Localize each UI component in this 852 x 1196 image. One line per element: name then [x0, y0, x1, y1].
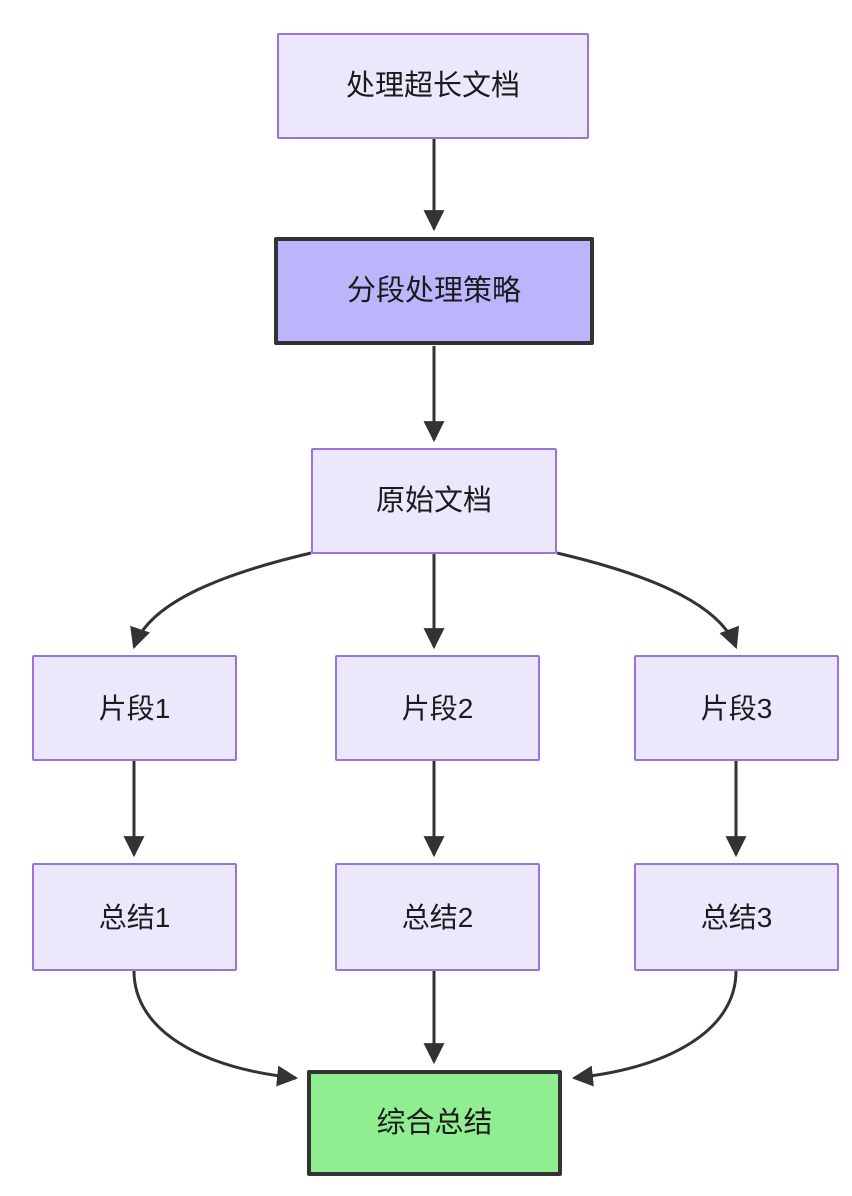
node-root-label: 处理超长文档: [345, 69, 520, 102]
node-summary1[interactable]: 总结1: [32, 863, 237, 971]
node-final-label: 综合总结: [376, 1106, 493, 1139]
node-summary2[interactable]: 总结2: [335, 863, 540, 971]
edge-summary3-to-final: [571, 970, 738, 1087]
node-source-label: 原始文档: [375, 484, 492, 517]
node-root[interactable]: 处理超长文档: [277, 33, 589, 139]
edge-source-to-chunk3: [556, 551, 740, 649]
node-summary3-label: 总结3: [700, 901, 773, 933]
node-final[interactable]: 综合总结: [307, 1070, 562, 1176]
node-summary3[interactable]: 总结3: [634, 863, 839, 971]
node-chunk2[interactable]: 片段2: [335, 655, 540, 761]
node-chunk3-label: 片段3: [700, 692, 773, 724]
edge-source-to-chunk1: [130, 551, 312, 649]
node-strategy-label: 分段处理策略: [346, 274, 521, 307]
node-summary2-label: 总结2: [401, 901, 474, 933]
edge-summary1-to-final: [132, 970, 299, 1087]
node-chunk1-label: 片段1: [98, 692, 171, 724]
node-chunk2-label: 片段2: [401, 692, 474, 724]
node-summary1-label: 总结1: [98, 901, 171, 933]
node-strategy[interactable]: 分段处理策略: [274, 237, 594, 345]
node-source[interactable]: 原始文档: [311, 448, 557, 554]
node-chunk1[interactable]: 片段1: [32, 655, 237, 761]
node-chunk3[interactable]: 片段3: [634, 655, 839, 761]
